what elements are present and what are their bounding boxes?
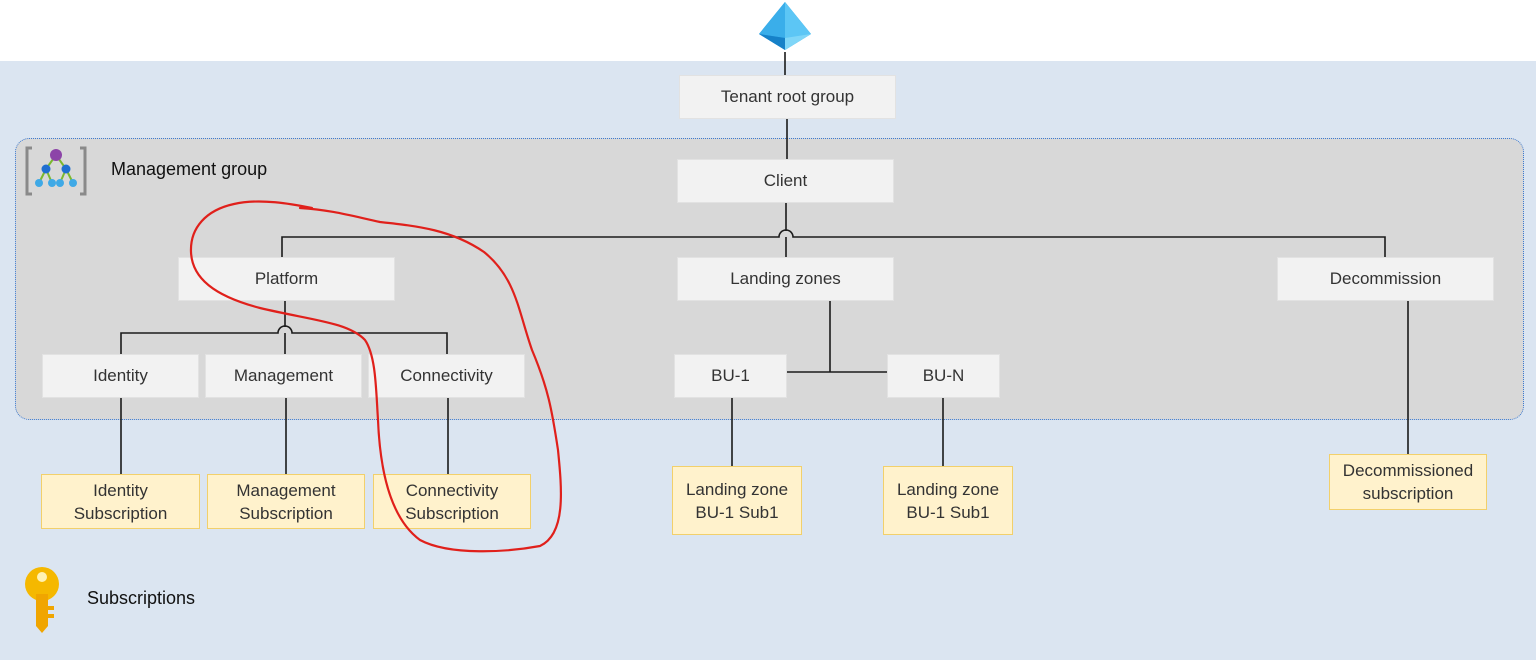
subscription-line-1: Landing zone — [685, 479, 789, 499]
subscription-line-1: Connectivity — [405, 480, 499, 500]
management-group-label: Management group — [111, 159, 268, 179]
platform-node[interactable]: Platform — [178, 257, 395, 301]
subscription-line-1: Decommissioned — [1342, 461, 1474, 480]
bu-n-landing-zone-subscription[interactable]: Landing zone BU-1 Sub1 — [883, 466, 1013, 535]
management-node[interactable]: Management — [205, 354, 362, 398]
client-node[interactable]: Client — [677, 159, 894, 203]
subscription-line-2: BU-1 Sub1 — [695, 502, 779, 522]
subscription-line-1: Identity — [93, 480, 148, 500]
subscription-line-2: Subscription — [239, 503, 333, 523]
decommission-node[interactable]: Decommission — [1277, 257, 1494, 301]
landing-zones-node[interactable]: Landing zones — [677, 257, 894, 301]
subscription-line-1: Landing zone — [896, 479, 1000, 499]
subscription-line-2: BU-1 Sub1 — [906, 502, 990, 522]
connector-client-children — [281, 229, 1386, 257]
identity-subscription[interactable]: Identity Subscription — [41, 474, 200, 529]
subscription-line-1: Management — [236, 480, 336, 500]
connector-platform-children — [120, 325, 448, 354]
management-group-icon — [25, 146, 87, 196]
subscriptions-label: Subscriptions — [87, 588, 196, 608]
subscription-line-2: subscription — [1362, 484, 1454, 503]
subscription-line-2: Subscription — [73, 503, 168, 523]
tenant-root-group-node[interactable]: Tenant root group — [679, 75, 896, 119]
subscription-line-2: Subscription — [405, 503, 499, 523]
decommissioned-subscription[interactable]: Decommissioned subscription — [1329, 454, 1487, 510]
bu-1-node[interactable]: BU-1 — [674, 354, 787, 398]
bu-n-node[interactable]: BU-N — [887, 354, 1000, 398]
identity-node[interactable]: Identity — [42, 354, 199, 398]
key-icon — [25, 567, 59, 633]
management-subscription[interactable]: Management Subscription — [207, 474, 365, 529]
bu-1-landing-zone-subscription[interactable]: Landing zone BU-1 Sub1 — [672, 466, 802, 535]
connectivity-subscription[interactable]: Connectivity Subscription — [373, 474, 531, 529]
connectivity-node[interactable]: Connectivity — [368, 354, 525, 398]
entra-id-pyramid-icon — [759, 2, 811, 50]
